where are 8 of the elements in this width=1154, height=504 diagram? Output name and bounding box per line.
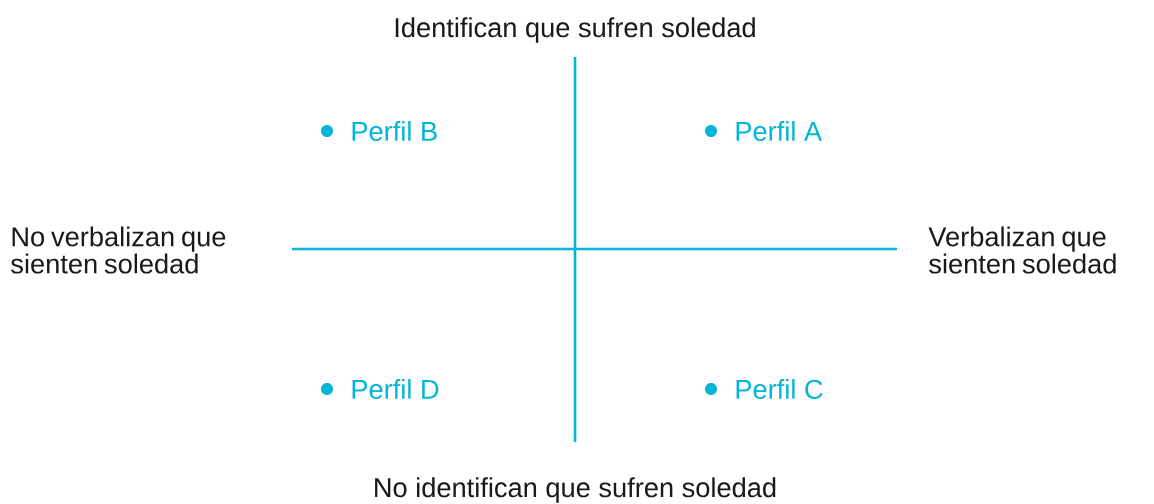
axis-label: Verbalizan que sienten soledad bbox=[928, 226, 1116, 274]
profile-label: Perfil D bbox=[352, 379, 439, 399]
profile-label: Perfil B bbox=[352, 121, 437, 141]
profile-label: Perfil A bbox=[736, 121, 823, 141]
profile-label: Perfil C bbox=[736, 379, 823, 399]
axis-label: No identifican que sufren soledad bbox=[375, 477, 776, 503]
axis-label: Identifican que sufren soledad bbox=[395, 17, 755, 43]
axis-label: No verbalizan que sienten soledad bbox=[11, 226, 226, 274]
